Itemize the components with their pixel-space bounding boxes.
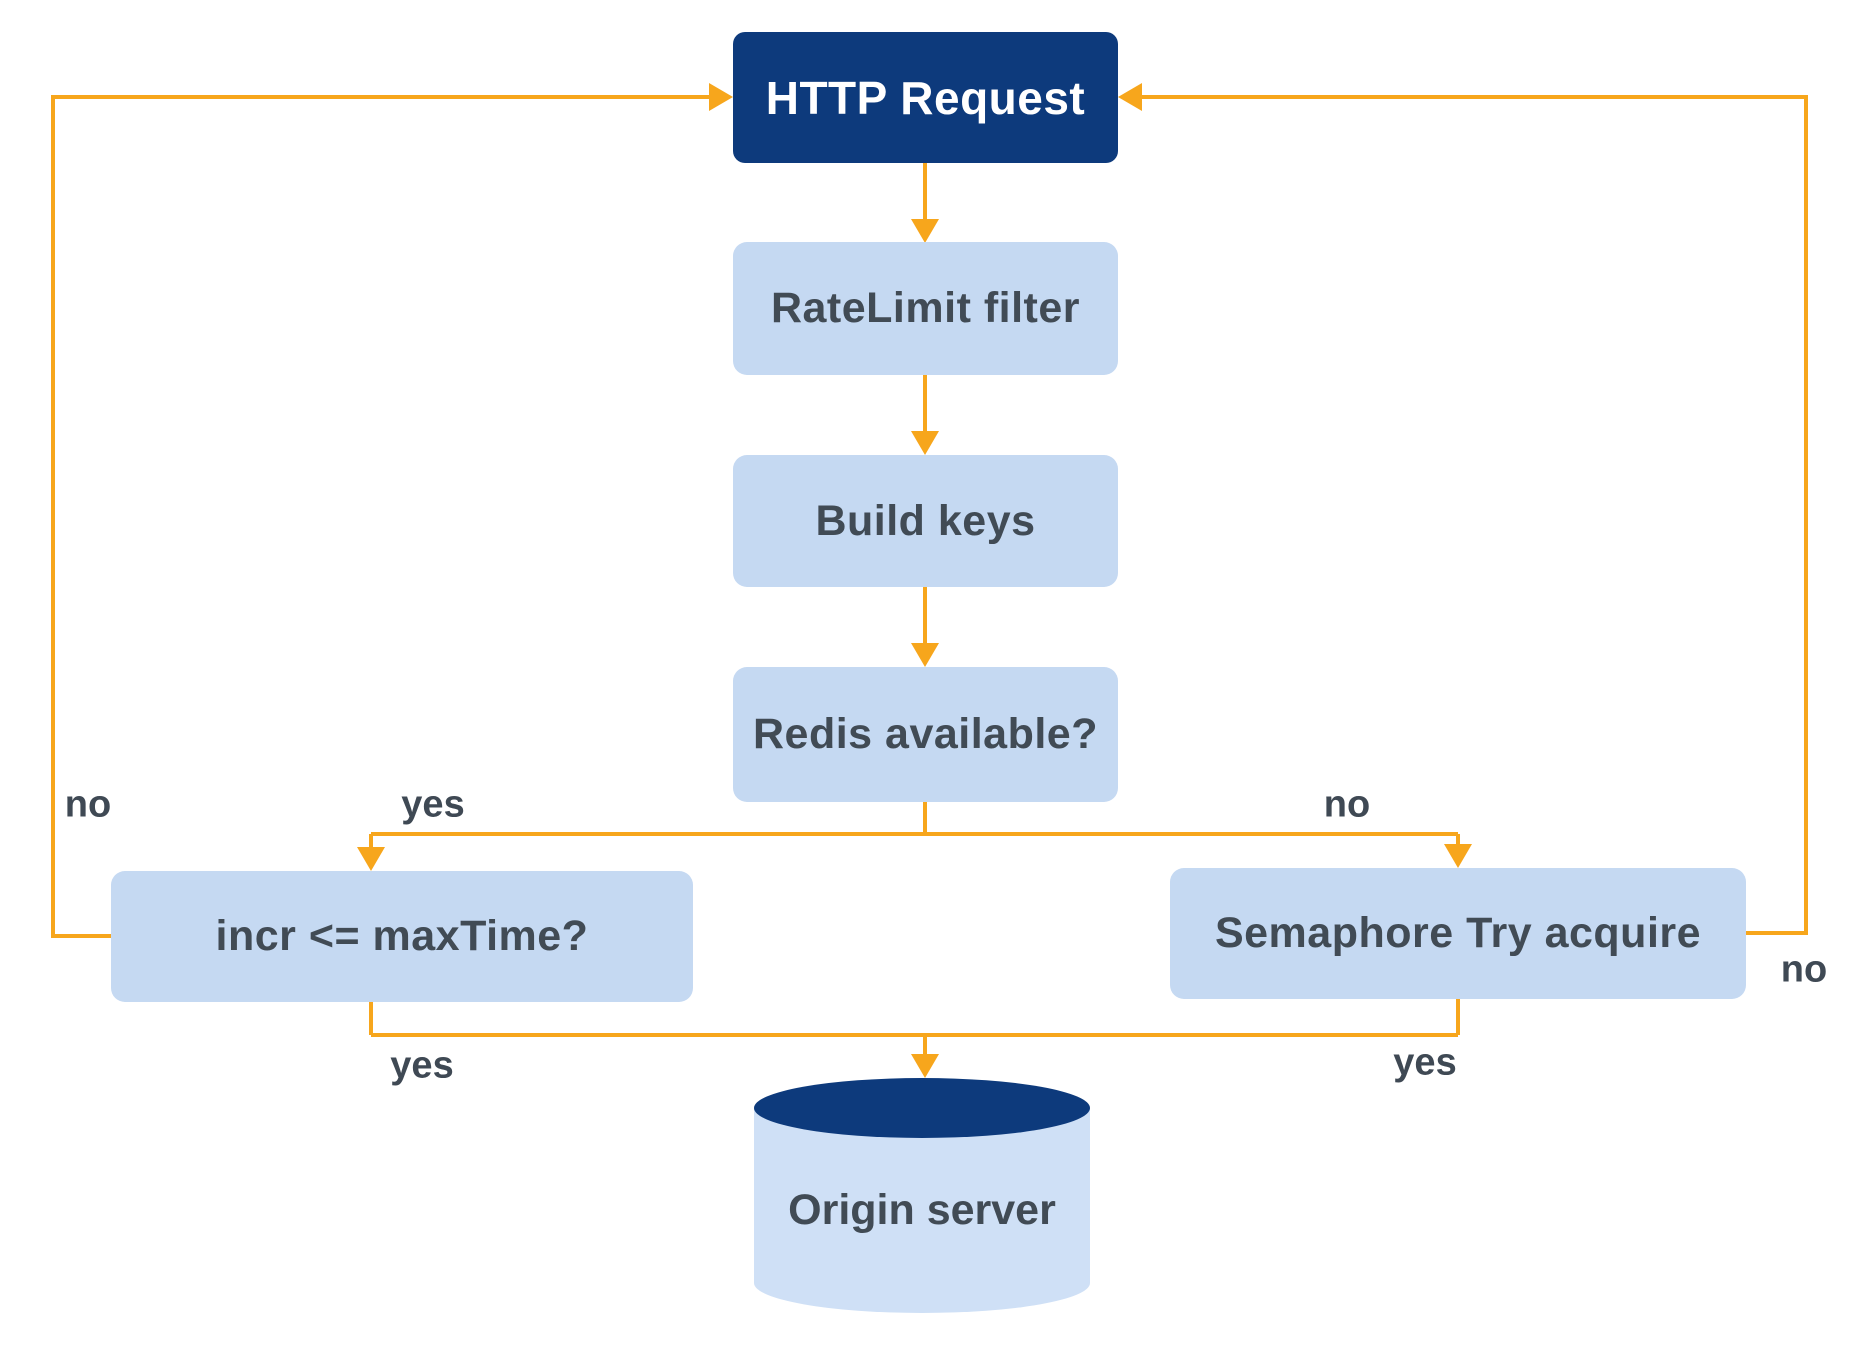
edge-label-incr-yes: yes — [390, 1044, 454, 1087]
edge-label-redis-no: no — [1323, 783, 1371, 826]
node-http-request: HTTP Request — [733, 32, 1118, 163]
edge-label-no-right-loop: no — [1780, 948, 1828, 991]
arrowhead-into-redis — [911, 643, 939, 667]
edge-label-semaphore-yes: yes — [1393, 1041, 1457, 1084]
edge-incr-no-loop — [51, 95, 709, 938]
edge-redis-branch — [369, 802, 1460, 849]
arrowhead-into-origin — [911, 1054, 939, 1078]
arrowhead-into-ratelimit — [911, 219, 939, 243]
edge-yes-merge-to-origin — [369, 999, 1460, 1056]
node-incr-max-time: incr <= maxTime? — [111, 871, 693, 1002]
arrowhead-into-http-left — [709, 83, 733, 111]
edge-label-no-left-loop: no — [64, 783, 112, 826]
node-redis-available: Redis available? — [733, 667, 1118, 802]
node-ratelimit-filter: RateLimit filter — [733, 242, 1118, 375]
arrowhead-into-semaphore — [1444, 844, 1472, 868]
origin-server-cylinder-body — [754, 1108, 1090, 1313]
node-origin-server-label: Origin server — [788, 1185, 1056, 1234]
arrowhead-into-incr — [357, 847, 385, 871]
edge-semaphore-no-loop — [1142, 95, 1808, 935]
edge-label-redis-yes: yes — [401, 783, 465, 826]
arrowhead-into-http-right — [1118, 83, 1142, 111]
node-build-keys: Build keys — [733, 455, 1118, 587]
node-semaphore-try-acquire: Semaphore Try acquire — [1170, 868, 1746, 999]
origin-server-cylinder-top — [754, 1078, 1090, 1138]
arrowhead-into-buildkeys — [911, 431, 939, 455]
